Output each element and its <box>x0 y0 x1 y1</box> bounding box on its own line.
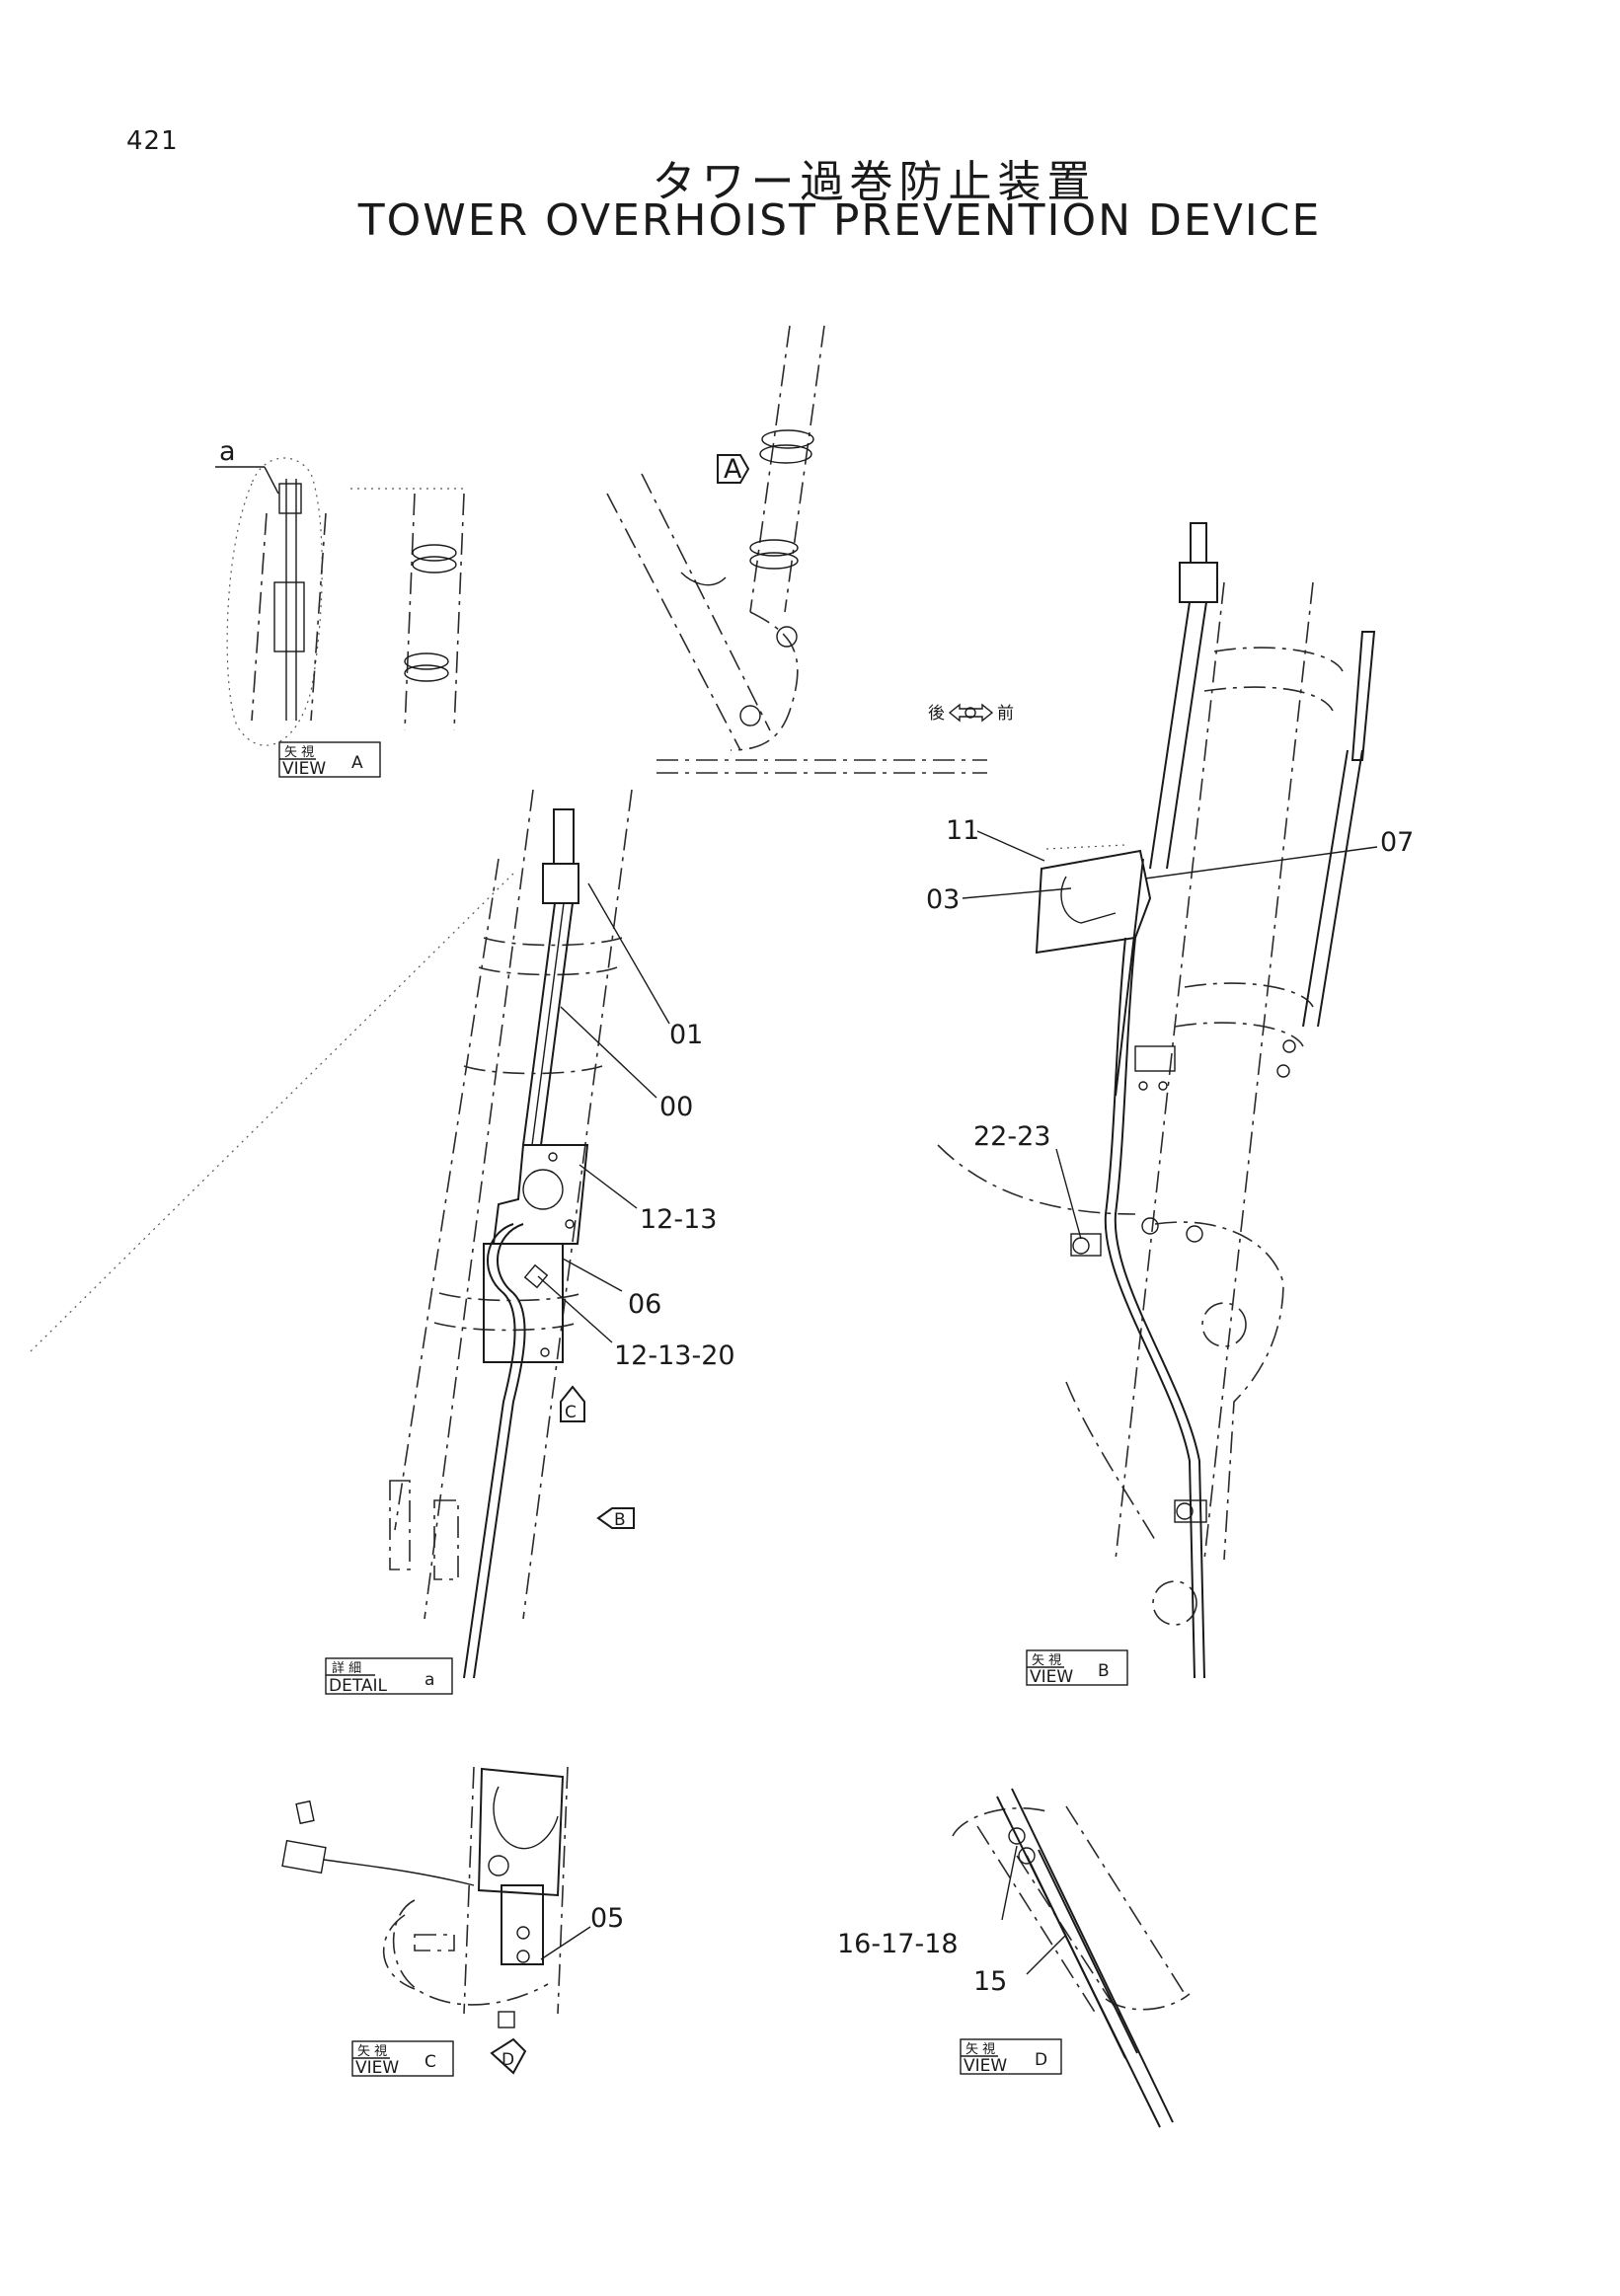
view-b-id: B <box>1098 1661 1110 1681</box>
view-d-drawing: 16-17-18 15 <box>837 1788 1191 2128</box>
direction-indicator: 後 前 <box>928 703 1014 724</box>
view-d-en: VIEW <box>964 2056 1007 2076</box>
view-d-jp: 矢 視 <box>965 2042 995 2057</box>
arrow-marker-a: A <box>724 454 742 485</box>
view-c-drawing: 05 D <box>281 1766 624 2075</box>
callout-16-17-18: 16-17-18 <box>837 1929 959 1959</box>
callout-15: 15 <box>973 1966 1007 1997</box>
detail-a-jp: 詳 細 <box>332 1660 361 1676</box>
callout-03: 03 <box>926 884 960 915</box>
view-c-jp: 矢 視 <box>357 2044 387 2059</box>
detail-a-en: DETAIL <box>329 1676 388 1696</box>
view-b-jp: 矢 視 <box>1032 1653 1061 1668</box>
arrow-marker-c: C <box>565 1403 577 1422</box>
detail-marker-a: a <box>219 436 236 467</box>
title-english: TOWER OVERHOIST PREVENTION DEVICE <box>357 195 1322 246</box>
direction-rear: 後 <box>928 704 945 724</box>
view-b-en: VIEW <box>1030 1667 1073 1687</box>
arrow-marker-b: B <box>614 1510 626 1530</box>
callout-11: 11 <box>946 815 979 846</box>
view-a-sketch: a <box>215 436 465 746</box>
view-d-id: D <box>1035 2050 1047 2070</box>
detail-a-drawing: 01 00 12-13 06 12-13-20 C B <box>29 789 735 1679</box>
callout-22-23: 22-23 <box>973 1121 1050 1152</box>
boom-foot-sketch: A <box>606 325 987 774</box>
view-a-en: VIEW <box>282 759 326 779</box>
callout-12-13-20: 12-13-20 <box>614 1340 735 1371</box>
view-c-box: 矢 視 VIEW C <box>351 2040 454 2078</box>
detail-a-id: a <box>424 1670 434 1690</box>
callout-12-13: 12-13 <box>640 1204 717 1235</box>
detail-a-box: 詳 細 DETAIL a <box>325 1657 453 1696</box>
callout-07: 07 <box>1380 827 1414 858</box>
view-b-drawing: 11 03 07 22-23 <box>926 522 1414 1679</box>
title-japanese: タワー過巻防止装置 <box>652 157 1097 207</box>
view-b-box: 矢 視 VIEW B <box>1026 1649 1128 1687</box>
view-d-box: 矢 視 VIEW D <box>960 2038 1062 2076</box>
callout-00: 00 <box>659 1092 693 1122</box>
callout-01: 01 <box>669 1020 703 1050</box>
callout-05: 05 <box>590 1903 624 1934</box>
callout-06: 06 <box>628 1289 661 1320</box>
direction-front: 前 <box>997 704 1014 724</box>
page-number: 421 <box>126 126 179 156</box>
arrow-marker-d: D <box>501 2050 514 2070</box>
view-c-id: C <box>424 2052 436 2072</box>
view-c-en: VIEW <box>355 2058 399 2078</box>
view-a-box: 矢 視 VIEW A <box>278 741 381 779</box>
view-a-jp: 矢 視 <box>284 745 314 760</box>
view-a-id: A <box>351 753 363 773</box>
